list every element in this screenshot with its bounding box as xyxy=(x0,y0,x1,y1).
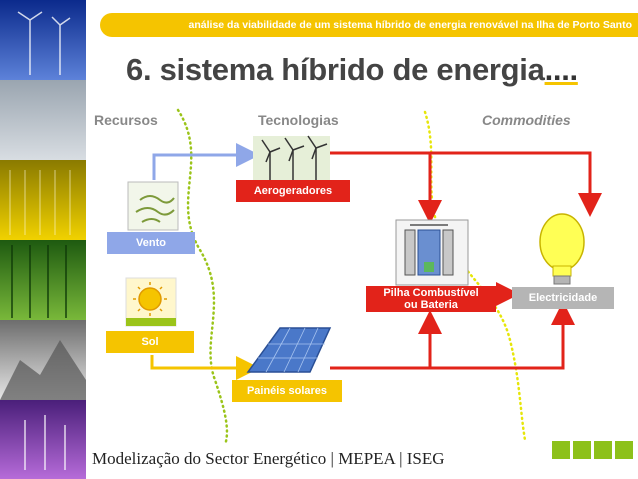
solar-panel-icon xyxy=(246,327,332,373)
node-pilha-line2: ou Bateria xyxy=(404,299,458,311)
flow-sol xyxy=(150,355,260,380)
light-bulb-icon xyxy=(539,213,585,285)
title-text: 6. sistema híbrido de energia xyxy=(126,52,545,87)
node-sol: Sol xyxy=(106,331,194,353)
column-header-recursos: Recursos xyxy=(94,112,158,128)
footer-square-1 xyxy=(552,441,570,459)
wind-swirl-icon xyxy=(127,181,179,231)
node-vento: Vento xyxy=(107,232,195,254)
wind-turbine-icon xyxy=(253,135,330,180)
node-pilha-line1: Pilha Combustível xyxy=(383,287,479,299)
sun-icon xyxy=(125,277,177,327)
footer-text: Modelização do Sector Energético | MEPEA… xyxy=(92,449,445,468)
node-paineis-solares: Painéis solares xyxy=(232,380,342,402)
column-header-commodities: Commodities xyxy=(482,112,571,128)
node-pilha-combustivel: Pilha Combustível ou Bateria xyxy=(366,286,496,312)
flow-paineis-main xyxy=(330,301,575,370)
footer-square-2 xyxy=(573,441,591,459)
title-dots: .... xyxy=(544,52,579,87)
footer-square-4 xyxy=(615,441,633,459)
divider-left xyxy=(176,108,229,447)
page-title: 6. sistema híbrido de energia.... xyxy=(126,52,578,88)
flow-aero-main xyxy=(330,151,602,217)
column-header-tecnologias: Tecnologias xyxy=(258,112,339,128)
node-aerogeradores: Aerogeradores xyxy=(236,180,350,202)
fuel-cell-icon xyxy=(395,219,469,286)
decorative-photo-strip xyxy=(0,0,86,479)
header-banner: análise da viabilidade de um sistema híb… xyxy=(100,13,638,37)
footer-square-3 xyxy=(594,441,612,459)
node-electricidade: Electricidade xyxy=(512,287,614,309)
flow-vento xyxy=(152,143,260,180)
